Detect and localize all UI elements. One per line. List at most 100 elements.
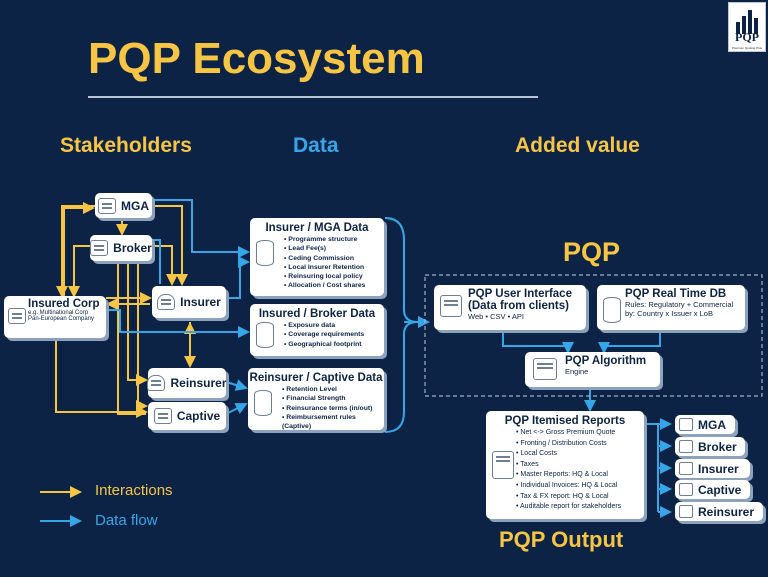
data-box-list: Exposure data Coverage requirements Geog…	[284, 321, 384, 349]
logo-text: PQP	[735, 30, 759, 44]
umbrella-icon	[679, 505, 693, 518]
stakeholder-broker: Broker	[90, 235, 152, 261]
data-box-title: Reinsurer / Captive Data	[249, 372, 383, 384]
output-captive: Captive	[675, 480, 750, 499]
list-item: Retention Level	[282, 385, 384, 394]
data-box-reinsurer-captive: Reinsurer / Captive Data Retention Level…	[248, 368, 384, 430]
output-label: Broker	[698, 439, 737, 454]
list-item: Reinsurance terms (in/out)	[282, 404, 384, 413]
pqp-db-title: PQP Real Time DB	[625, 288, 727, 300]
list-item: Fronting / Distribution Costs	[516, 439, 644, 450]
pqp-real-time-db: PQP Real Time DB Rules: Regulatory + Com…	[597, 285, 745, 330]
database-icon	[254, 390, 272, 416]
data-box-list: Retention Level Financial Strength Reins…	[282, 385, 384, 431]
legend-interactions: Interactions	[95, 482, 173, 499]
list-item: Ceding Commission	[284, 254, 384, 263]
list-item: Lead Fee(s)	[284, 244, 384, 253]
list-item: Master Reports: HQ & Local	[516, 470, 644, 481]
building-icon	[679, 483, 693, 496]
pqp-ui-detail: Web • CSV • API	[468, 312, 524, 321]
pqp-algorithm-subtitle: Engine	[565, 367, 589, 376]
stakeholder-insurer-label: Insurer	[180, 295, 221, 309]
pqp-algorithm-title: PQP Algorithm	[565, 355, 647, 367]
pqp-core-frame	[424, 274, 763, 397]
building-icon	[98, 197, 116, 214]
list-item: Auditable report for stakeholders	[516, 502, 644, 513]
umbrella-icon	[147, 375, 166, 391]
data-header: Data	[293, 134, 339, 157]
insured-corp-example: e.g. Multinational Corp	[28, 310, 89, 316]
reports-list: Net <-> Gross Premium Quote Fronting / D…	[516, 428, 644, 513]
stakeholder-mga-label: MGA	[121, 198, 149, 213]
output-reinsurer: Reinsurer	[675, 502, 763, 521]
pqp-ui-title: PQP User Interface	[468, 288, 572, 300]
data-box-list: Programme structure Lead Fee(s) Ceding C…	[284, 235, 384, 291]
database-icon	[603, 297, 621, 323]
stakeholder-insurer: Insurer	[152, 286, 226, 318]
output-label: MGA	[698, 417, 726, 432]
list-item: Financial Strength	[282, 394, 384, 403]
data-box-title: Insured / Broker Data	[258, 308, 376, 320]
stakeholder-mga: MGA	[95, 193, 152, 218]
list-item: Local Costs	[516, 449, 644, 460]
list-item: Reimbursement rules (Captive)	[282, 413, 384, 432]
data-box-title: Insurer / MGA Data	[265, 222, 369, 234]
title-divider	[88, 96, 538, 98]
building-icon	[679, 418, 693, 431]
insured-corp-example-2: Pan-European Company	[28, 316, 95, 322]
stakeholder-broker-label: Broker	[113, 241, 152, 255]
stakeholder-reinsurer: Reinsurer	[147, 368, 227, 398]
list-item: Reinsuring local policy	[284, 272, 384, 281]
building-icon	[90, 240, 109, 256]
database-icon	[256, 240, 274, 266]
pqp-logo: PQP Premium Quoting Plus	[728, 2, 766, 52]
umbrella-icon	[679, 462, 693, 475]
added-value-header: Added value	[515, 134, 640, 157]
pqp-output-header: PQP Output	[499, 527, 624, 552]
output-label: Reinsurer	[698, 504, 755, 519]
list-item: Individual Invoices: HQ & Local	[516, 481, 644, 492]
pqp-algorithm: PQP Algorithm Engine	[525, 352, 660, 387]
list-item: Allocation / Cost shares	[284, 281, 384, 290]
page-title: PQP Ecosystem	[88, 34, 425, 83]
list-item: Tax & FX report: HQ & Local	[516, 492, 644, 503]
list-item: Programme structure	[284, 235, 384, 244]
stakeholders-header: Stakeholders	[60, 134, 192, 157]
building-icon	[679, 440, 693, 453]
report-document-icon	[492, 451, 514, 479]
database-icon	[256, 322, 274, 348]
list-item: Local Insurer Retention	[284, 263, 384, 272]
legend-data-flow: Data flow	[95, 512, 158, 529]
stakeholder-insured-corp: Insured Corp e.g. Multinational Corp Pan…	[4, 296, 106, 338]
pqp-db-rules: Rules: Regulatory + Commercial	[625, 300, 734, 309]
list-item: Geographical footprint	[284, 340, 384, 349]
output-insurer: Insurer	[675, 459, 750, 478]
building-bars-icon	[736, 10, 758, 34]
output-broker: Broker	[675, 437, 745, 456]
insured-corp-label: Insured Corp	[28, 298, 100, 310]
reports-title: PQP Itemised Reports	[504, 415, 626, 427]
code-gear-icon	[533, 358, 557, 380]
umbrella-icon	[157, 294, 176, 310]
building-icon	[8, 308, 26, 324]
output-label: Insurer	[698, 461, 739, 476]
list-item: Taxes	[516, 460, 644, 471]
pqp-ui-subtitle: (Data from clients)	[468, 300, 569, 312]
stakeholder-reinsurer-label: Reinsurer	[170, 376, 227, 390]
output-label: Captive	[698, 482, 742, 497]
list-item: Coverage requirements	[284, 330, 384, 339]
pqp-itemised-reports: PQP Itemised Reports Net <-> Gross Premi…	[486, 411, 644, 519]
stakeholder-captive-label: Captive	[176, 409, 221, 423]
pqp-user-interface: PQP User Interface (Data from clients) W…	[434, 285, 586, 330]
stakeholder-captive: Captive	[148, 402, 226, 430]
list-item: Exposure data	[284, 321, 384, 330]
output-mga: MGA	[675, 415, 735, 434]
building-icon	[153, 408, 172, 424]
list-item: Net <-> Gross Premium Quote	[516, 428, 644, 439]
data-box-insurer-mga: Insurer / MGA Data Programme structure L…	[250, 218, 384, 296]
pqp-header: PQP	[563, 237, 621, 267]
pqp-db-dimensions: by: Country x Issuer x LoB	[625, 309, 713, 318]
logo-subtitle: Premium Quoting Plus	[731, 46, 762, 50]
monitor-icon	[440, 295, 462, 317]
